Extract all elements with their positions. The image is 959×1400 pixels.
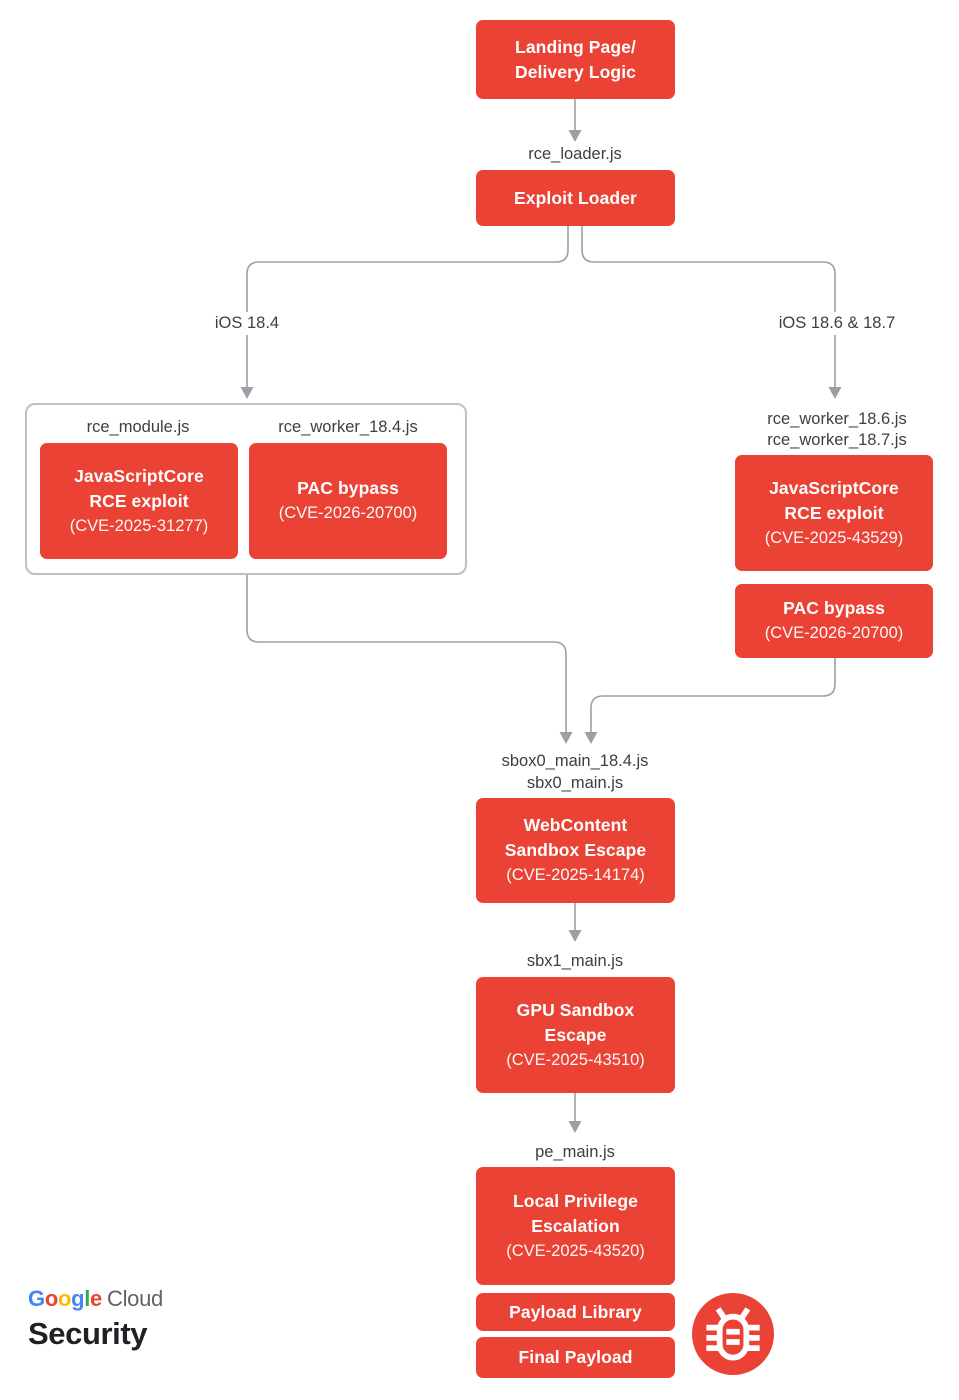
node-webcontent-cve: (CVE-2025-14174)	[506, 866, 645, 884]
node-jsc-rce-18-4: JavaScriptCore RCE exploit (CVE-2025-312…	[40, 443, 238, 559]
node-landing-page: Landing Page/ Delivery Logic	[476, 20, 675, 99]
node-exploit-loader-label: Exploit Loader	[514, 187, 637, 208]
node-webcontent-line2: Sandbox Escape	[504, 840, 647, 860]
file-label-rce-module: rce_module.js	[86, 418, 190, 436]
bug-icon	[692, 1293, 774, 1375]
file-label-rce-worker-18-4: rce_worker_18.4.js	[278, 418, 418, 436]
node-landing-page-line1: Landing Page/	[515, 36, 636, 57]
node-gpu-line2: Escape	[544, 1024, 607, 1045]
node-gpu-cve: (CVE-2025-43510)	[506, 1050, 645, 1069]
node-gpu-line1: GPU Sandbox	[516, 999, 635, 1020]
security-wordmark: Security	[28, 1316, 148, 1351]
node-webcontent-sandbox-escape: WebContent Sandbox Escape (CVE-2025-1417…	[476, 798, 675, 903]
node-jsc-rce-18-4-line2: RCE exploit	[89, 490, 189, 511]
branch-label-ios-18-4: iOS 18.4	[209, 312, 285, 335]
node-pac-bypass-18-4-cve: (CVE-2026-20700)	[278, 504, 418, 522]
node-webcontent-line1: WebContent	[523, 815, 628, 835]
google-logo-letter: e	[90, 1286, 102, 1311]
file-label-pe-main: pe_main.js	[530, 1141, 620, 1164]
node-jsc-rce-18-6: JavaScriptCore RCE exploit (CVE-2025-435…	[735, 455, 933, 571]
google-logo-letter: g	[71, 1286, 85, 1311]
google-logo-letter: G	[28, 1286, 45, 1311]
file-label-sbx1-main: sbx1_main.js	[521, 950, 629, 973]
node-pac-bypass-18-6: PAC bypass (CVE-2026-20700)	[735, 584, 933, 658]
google-logo-letter: o	[57, 1286, 72, 1311]
node-final-payload: Final Payload	[476, 1337, 675, 1378]
node-jsc-rce-18-4-cve: (CVE-2025-31277)	[69, 516, 209, 535]
node-local-privilege-escalation: Local Privilege Escalation (CVE-2025-435…	[476, 1167, 675, 1285]
node-pac-bypass-18-4-line1: PAC bypass	[297, 478, 399, 498]
node-pac-bypass-18-4: PAC bypass (CVE-2026-20700)	[249, 443, 447, 559]
node-jsc-rce-18-6-line2: RCE exploit	[784, 502, 884, 523]
node-pac-bypass-18-6-cve: (CVE-2026-20700)	[764, 624, 904, 642]
node-lpe-line1: Local Privilege	[512, 1190, 639, 1211]
file-label-sbox0-main-18-4: sbox0_main_18.4.js	[496, 750, 654, 773]
file-label-sbx0-main: sbx0_main.js	[521, 772, 629, 795]
node-gpu-sandbox-escape: GPU Sandbox Escape (CVE-2025-43510)	[476, 977, 675, 1093]
file-label-rce-worker-18-6: rce_worker_18.6.js	[762, 408, 912, 431]
node-final-payload-label: Final Payload	[518, 1347, 633, 1367]
node-payload-library-label: Payload Library	[509, 1301, 642, 1322]
node-pac-bypass-18-6-line1: PAC bypass	[783, 598, 885, 618]
node-lpe-cve: (CVE-2025-43520)	[506, 1241, 645, 1260]
branch-label-ios-18-6-18-7: iOS 18.6 & 18.7	[773, 312, 901, 335]
node-exploit-loader: Exploit Loader	[476, 170, 675, 226]
node-jsc-rce-18-6-line1: JavaScriptCore	[769, 477, 899, 498]
file-label-rce-worker-18-7: rce_worker_18.7.js	[762, 429, 912, 452]
node-payload-library: Payload Library	[476, 1293, 675, 1331]
node-landing-page-line2: Delivery Logic	[514, 61, 637, 82]
node-jsc-rce-18-6-cve: (CVE-2025-43529)	[764, 528, 904, 547]
node-lpe-line2: Escalation	[531, 1215, 620, 1236]
node-jsc-rce-18-4-line1: JavaScriptCore	[74, 465, 204, 486]
file-label-rce-loader: rce_loader.js	[523, 143, 627, 166]
google-logo-letter: l	[84, 1286, 91, 1311]
cloud-wordmark: Cloud	[106, 1286, 163, 1311]
google-logo-letter: o	[44, 1286, 58, 1311]
